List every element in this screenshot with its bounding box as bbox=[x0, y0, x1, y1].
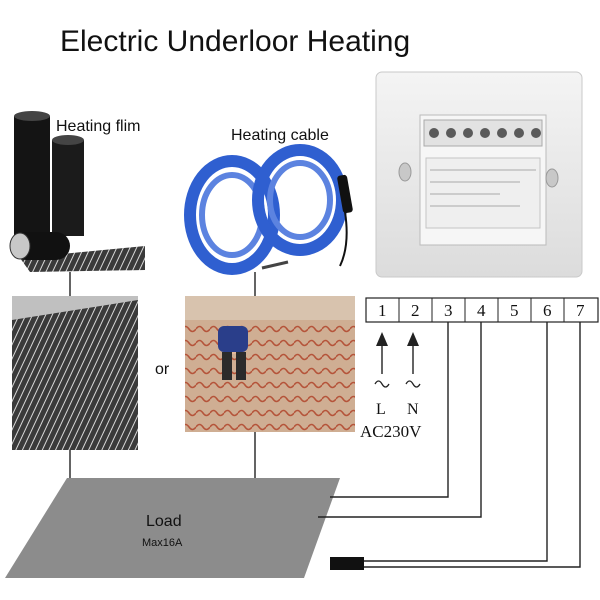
sensor-probe-icon bbox=[330, 557, 364, 570]
n-supply-arrow bbox=[405, 332, 421, 388]
ac-symbol-n-icon bbox=[405, 380, 421, 388]
wire-terminal-7 bbox=[362, 322, 581, 568]
wire-terminal-4 bbox=[318, 322, 482, 518]
diagram-title: Electric Underloor Heating bbox=[60, 25, 410, 58]
terminal-1: 1 bbox=[378, 301, 387, 320]
heating-film-roll bbox=[9, 111, 145, 272]
load-panel bbox=[5, 478, 340, 578]
terminal-2: 2 bbox=[411, 301, 420, 320]
ac-symbol-l-icon bbox=[374, 380, 390, 388]
installed-cable-photo bbox=[185, 296, 355, 432]
terminal-7: 7 bbox=[576, 301, 585, 320]
terminal-3: 3 bbox=[444, 301, 453, 320]
installed-film-photo bbox=[12, 296, 138, 450]
or-label: or bbox=[155, 361, 170, 378]
load-label: Load bbox=[146, 513, 182, 530]
wire-terminal-3 bbox=[330, 322, 449, 498]
terminal-block bbox=[365, 297, 599, 323]
heating-cable-label: Heating cable bbox=[231, 127, 329, 144]
l-label: L bbox=[376, 401, 386, 418]
heating-cable-coil bbox=[184, 144, 353, 275]
voltage-label: AC230V bbox=[360, 422, 422, 441]
heating-film-label: Heating flim bbox=[56, 118, 140, 135]
terminal-6: 6 bbox=[543, 301, 552, 320]
load-max-label: Max16A bbox=[142, 537, 183, 549]
n-label: N bbox=[407, 401, 419, 418]
thermostat-device bbox=[375, 71, 583, 278]
terminal-5: 5 bbox=[510, 301, 519, 320]
l-supply-arrow bbox=[374, 332, 390, 388]
wire-terminal-6 bbox=[362, 322, 548, 562]
terminal-4: 4 bbox=[477, 301, 486, 320]
